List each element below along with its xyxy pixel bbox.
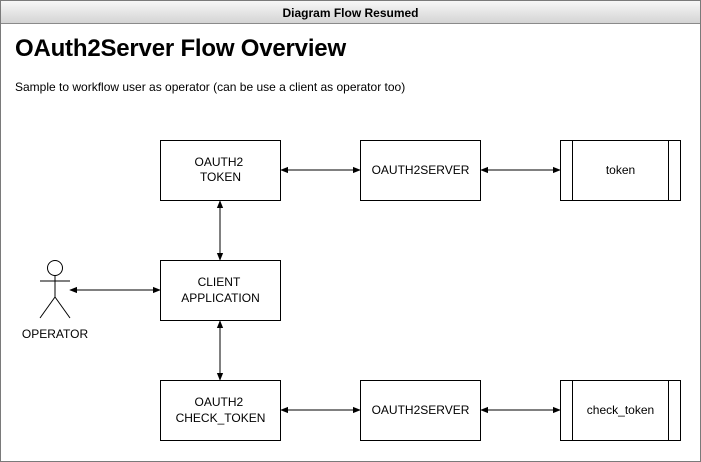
svg-text:OAUTH2 TOKEN: OAUTH2 TOKEN: [194, 155, 246, 184]
page-title: OAuth2Server Flow Overview: [15, 35, 346, 62]
node-oauth2-check-token-line-2: CHECK_TOKEN: [176, 411, 266, 425]
node-oauth2server-bottom: OAUTH2SERVER: [360, 380, 481, 441]
node-oauth2-check-token-line-1: OAUTH2: [194, 395, 243, 409]
node-client-application: CLIENT APPLICATION: [160, 260, 281, 321]
node-client-application-line-1: CLIENT: [198, 275, 241, 289]
page-subtitle: Sample to workflow user as operator (can…: [15, 80, 406, 94]
window-title: Diagram Flow Resumed: [1, 1, 700, 24]
node-client-application-line-2: APPLICATION: [181, 291, 259, 305]
svg-text:CLIENT APPLICATION: CLIENT APPLICATION: [181, 275, 259, 305]
node-oauth2-token-line-2: TOKEN: [200, 170, 241, 184]
node-check-token: check_token: [560, 380, 681, 441]
node-oauth2server-top-label: OAUTH2SERVER: [372, 163, 470, 177]
node-oauth2server-top: OAUTH2SERVER: [360, 140, 481, 201]
node-oauth2-token: OAUTH2 TOKEN: [160, 140, 281, 201]
operator-label: OPERATOR: [22, 327, 89, 341]
node-oauth2-check-token: OAUTH2 CHECK_TOKEN: [160, 380, 281, 441]
node-oauth2server-bottom-label: OAUTH2SERVER: [372, 403, 470, 417]
svg-text:OAUTH2 CHECK_TOKEN: OAUTH2 CHECK_TOKEN: [176, 395, 266, 425]
node-oauth2-token-line-1: OAUTH2: [194, 155, 243, 169]
operator-actor-icon: [39, 260, 71, 319]
node-token-label: token: [606, 163, 635, 177]
node-check-token-label: check_token: [587, 403, 654, 417]
node-token: token: [560, 140, 681, 201]
